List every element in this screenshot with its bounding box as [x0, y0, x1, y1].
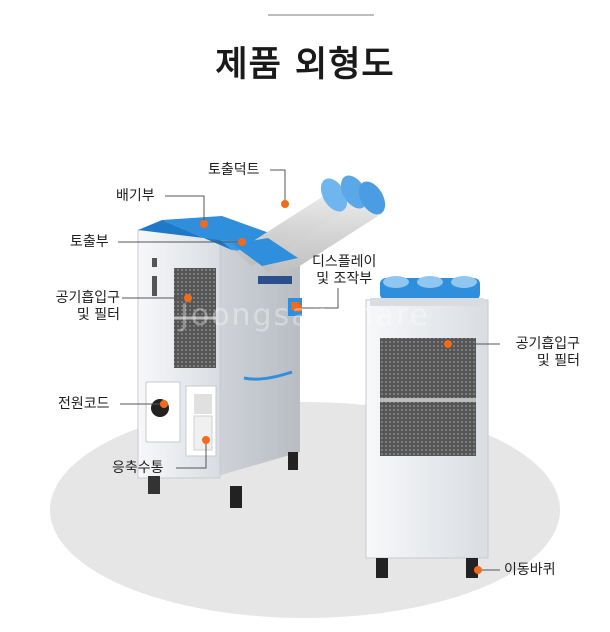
label-intake-left-line1: 공기흡입구 — [55, 290, 120, 306]
callout-lines — [118, 169, 500, 571]
label-display-line1: 디스플레이 — [312, 254, 377, 270]
label-intake-right-line2: 및 필터 — [536, 353, 580, 369]
label-power-cord: 전원코드 — [58, 396, 110, 412]
callout-dots — [160, 200, 482, 574]
label-display-line2: 및 조작부 — [316, 271, 373, 287]
right-unit — [365, 276, 489, 578]
page-title: 제품 외형도 — [215, 45, 395, 85]
label-intake-right: 공기흡입구 및 필터 — [496, 336, 580, 370]
discharge-ducts — [232, 175, 386, 276]
label-intake-left: 공기흡입구 및 필터 — [38, 290, 120, 324]
label-exhaust: 배기부 — [116, 188, 155, 204]
label-intake-right-line1: 공기흡입구 — [515, 336, 580, 352]
label-water-tank: 응축수통 — [112, 460, 164, 476]
top-divider — [268, 14, 374, 16]
label-intake-left-line2: 및 필터 — [76, 307, 120, 323]
label-display: 디스플레이 및 조작부 — [312, 254, 376, 288]
label-caster: 이동바퀴 — [504, 562, 556, 578]
watermark: Joongsan mare — [180, 298, 430, 333]
left-unit — [137, 175, 386, 508]
label-discharge-duct: 토출덕트 — [208, 162, 260, 178]
label-outlet: 토출부 — [70, 234, 109, 250]
